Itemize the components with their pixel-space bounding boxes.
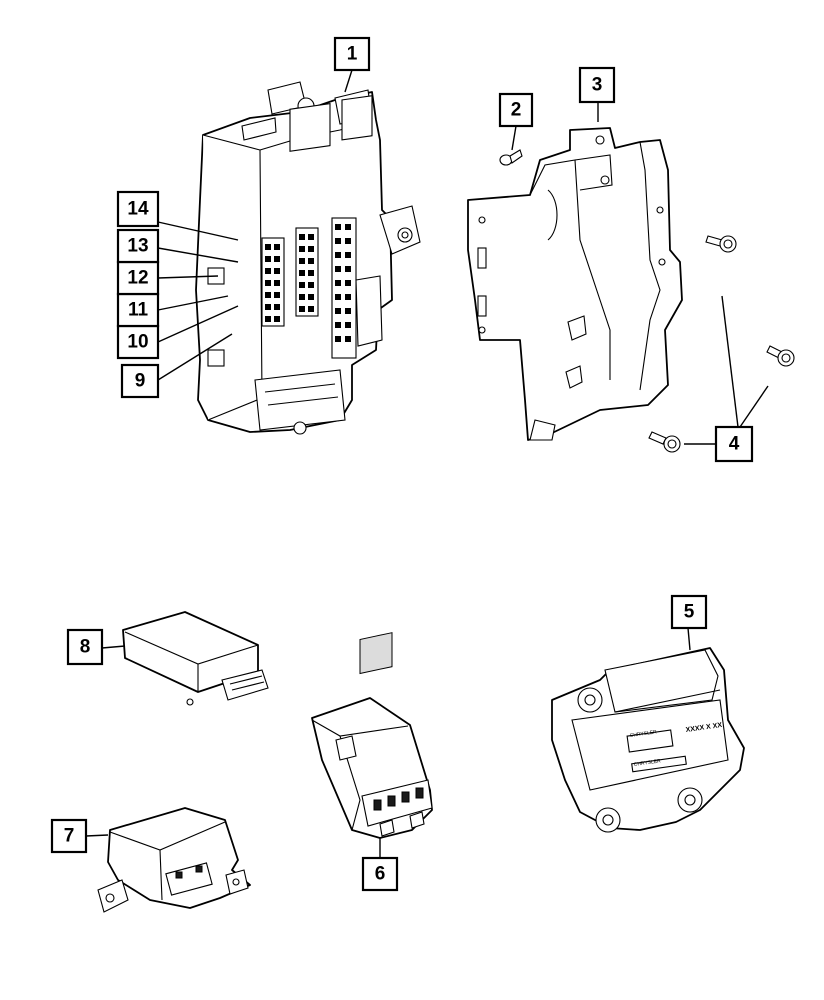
callout-10-label: 10 — [127, 332, 148, 353]
callout-1[interactable]: 1 — [333, 36, 371, 72]
callout-13-label: 13 — [127, 236, 148, 257]
callout-6-label: 6 — [375, 864, 386, 885]
module-part-7[interactable] — [97, 807, 251, 913]
screw-part-2[interactable] — [499, 149, 523, 166]
module5-brand-bottom: CHRYSLER — [633, 758, 661, 768]
module-part-6[interactable] — [311, 632, 433, 839]
callout-4-label: 4 — [729, 434, 740, 455]
callout-9-label: 9 — [135, 371, 146, 392]
callout-9[interactable]: 9 — [120, 363, 160, 399]
callout-7-label: 7 — [64, 826, 75, 847]
callout-12-label: 12 — [127, 268, 148, 289]
module5-brand-top: CHRYSLER — [629, 729, 657, 739]
callout-11[interactable]: 11 — [116, 292, 160, 328]
callout-4[interactable]: 4 — [714, 425, 754, 463]
junction-block-part-1[interactable] — [195, 81, 421, 435]
callout-5[interactable]: 5 — [670, 594, 708, 630]
callout-14-label: 14 — [127, 199, 149, 220]
callout-8[interactable]: 8 — [66, 628, 104, 666]
callout-2-label: 2 — [511, 100, 522, 121]
callout-1-label: 1 — [347, 44, 358, 65]
bolt-part-4-b[interactable] — [766, 345, 795, 367]
bolt-part-4-c[interactable] — [648, 431, 681, 453]
callout-11-label: 11 — [128, 300, 149, 321]
callout-6[interactable]: 6 — [361, 856, 399, 892]
callout-14[interactable]: 14 — [116, 190, 160, 228]
callout-12[interactable]: 12 — [116, 260, 160, 296]
callout-2[interactable]: 2 — [498, 92, 534, 128]
callout-5-label: 5 — [684, 602, 695, 623]
callout-13[interactable]: 13 — [116, 228, 160, 264]
callout-7[interactable]: 7 — [50, 818, 88, 854]
module-part-8[interactable] — [122, 611, 269, 706]
callout-10[interactable]: 10 — [116, 324, 160, 360]
bolt-part-4-a[interactable] — [705, 235, 737, 253]
mounting-bracket-part-3[interactable] — [467, 127, 683, 441]
callout-3-label: 3 — [592, 75, 603, 96]
callout-8-label: 8 — [80, 637, 91, 658]
callout-3[interactable]: 3 — [578, 66, 616, 104]
module-part-5[interactable]: CHRYSLER XXXX X XX CHRYSLER — [551, 647, 745, 833]
leader-lines — [85, 69, 769, 858]
